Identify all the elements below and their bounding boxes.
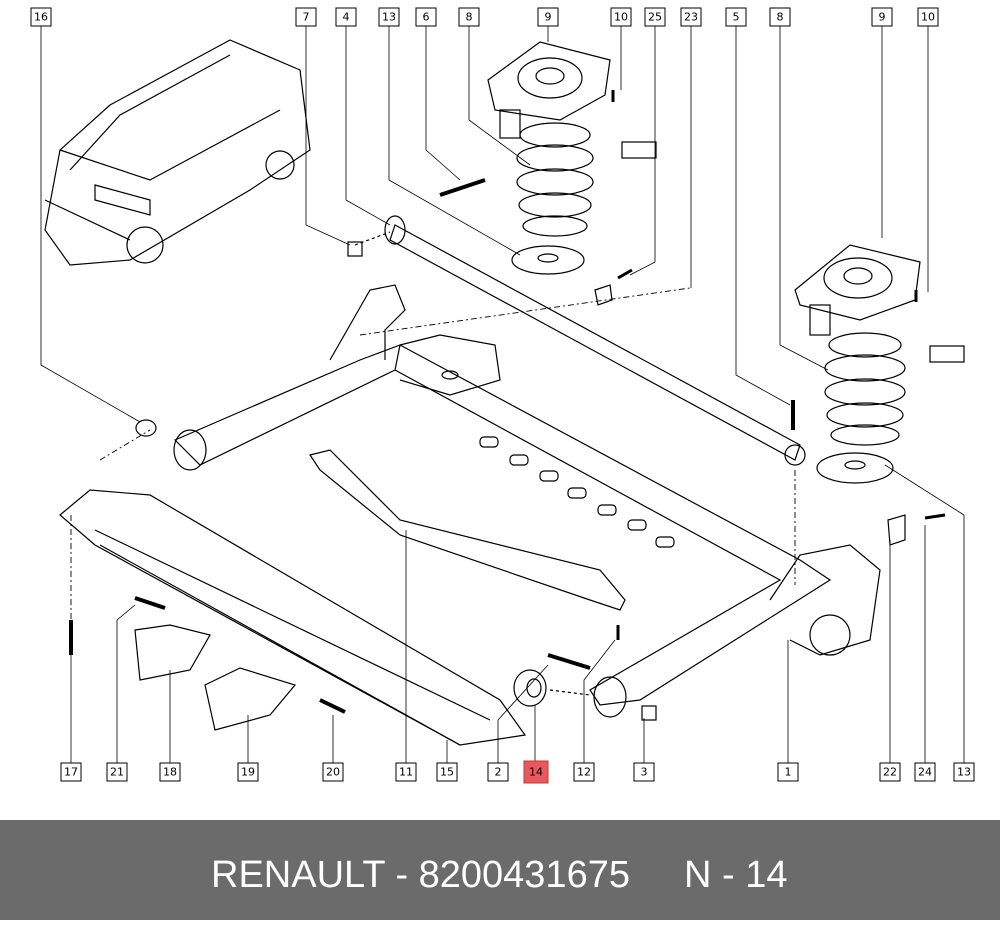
svg-text:11: 11 [399, 766, 413, 779]
callout-25: 25 [644, 7, 666, 27]
callout-15: 15 [436, 762, 458, 782]
callout-12: 12 [573, 762, 595, 782]
callout-1: 1 [777, 762, 799, 782]
callout-8-right: 8 [769, 7, 791, 27]
bolt-24 [924, 513, 946, 520]
brand-part-number: RENAULT - 8200431675 [211, 854, 630, 896]
bolt-21 [134, 596, 166, 610]
svg-text:18: 18 [163, 766, 177, 779]
heat-shield-18 [134, 624, 211, 681]
nut-7 [347, 241, 363, 257]
right-spring-assembly [794, 244, 965, 484]
svg-text:21: 21 [110, 766, 124, 779]
beam-slots [479, 436, 675, 548]
svg-text:7: 7 [303, 11, 310, 24]
callout-6: 6 [415, 7, 437, 27]
svg-text:5: 5 [733, 11, 740, 24]
bolt-2 [547, 653, 591, 670]
callout-11: 11 [395, 762, 417, 782]
svg-text:1: 1 [785, 766, 792, 779]
svg-text:23: 23 [684, 11, 698, 24]
callout-16: 16 [30, 7, 52, 27]
svg-text:25: 25 [648, 11, 662, 24]
panhard-bar [354, 215, 806, 466]
svg-text:8: 8 [777, 11, 784, 24]
callout-14-highlighted: 14 [523, 760, 549, 784]
svg-text:10: 10 [921, 11, 935, 24]
svg-text:10: 10 [614, 11, 628, 24]
callout-18: 18 [159, 762, 181, 782]
position-number: N - 14 [684, 854, 788, 896]
callout-8-left: 8 [458, 7, 480, 27]
footer-bar: RENAULT - 8200431675 N - 14 [0, 820, 1000, 920]
svg-text:16: 16 [34, 11, 48, 24]
svg-text:4: 4 [343, 11, 350, 24]
svg-text:24: 24 [918, 766, 932, 779]
svg-text:14: 14 [529, 766, 543, 779]
callout-9-left: 9 [537, 7, 559, 27]
callout-10-left: 10 [610, 7, 632, 27]
callout-9-right: 9 [871, 7, 893, 27]
nut-3 [641, 705, 657, 721]
bolt-6 [439, 178, 486, 197]
callout-24: 24 [914, 762, 936, 782]
van-illustration [44, 39, 311, 266]
callout-labels: 16 7 4 13 6 8 9 10 25 23 5 8 9 10 17 21 … [30, 7, 975, 784]
bolt-25 [617, 268, 633, 280]
callout-3: 3 [633, 762, 655, 782]
lower-crossmember-15 [59, 489, 527, 746]
bolt-20 [319, 698, 346, 714]
callout-20: 20 [322, 762, 344, 782]
heat-shield-19 [204, 667, 297, 731]
left-spring-assembly [487, 41, 657, 275]
svg-text:19: 19 [241, 766, 255, 779]
callout-22: 22 [879, 762, 901, 782]
svg-text:13: 13 [382, 11, 396, 24]
callout-21: 21 [106, 762, 128, 782]
callout-17: 17 [60, 762, 82, 782]
rear-axle-exploded-diagram: 16 7 4 13 6 8 9 10 25 23 5 8 9 10 17 21 … [30, 7, 975, 784]
svg-text:20: 20 [326, 766, 340, 779]
callout-13-top: 13 [378, 7, 400, 27]
callout-4: 4 [335, 7, 357, 27]
bracket-23 [594, 284, 613, 306]
svg-text:6: 6 [423, 11, 430, 24]
callout-23: 23 [680, 7, 702, 27]
reference-lines [70, 287, 796, 625]
svg-text:8: 8 [466, 11, 473, 24]
leader-lines [40, 26, 965, 765]
svg-text:9: 9 [545, 11, 552, 24]
rear-axle-beam [173, 284, 881, 718]
svg-text:22: 22 [883, 766, 897, 779]
svg-text:9: 9 [879, 11, 886, 24]
callout-19: 19 [237, 762, 259, 782]
svg-text:13: 13 [957, 766, 971, 779]
callout-10-right: 10 [917, 7, 939, 27]
bushing-14 [513, 669, 591, 707]
callout-7: 7 [295, 7, 317, 27]
svg-text:15: 15 [440, 766, 454, 779]
bracket-22 [887, 514, 906, 546]
svg-text:12: 12 [577, 766, 591, 779]
svg-text:3: 3 [641, 766, 648, 779]
reinforcement-bar-11 [309, 449, 626, 611]
bushing-16 [135, 419, 157, 437]
callout-2: 2 [487, 762, 509, 782]
svg-text:17: 17 [64, 766, 78, 779]
callout-5: 5 [725, 7, 747, 27]
svg-text:2: 2 [495, 766, 502, 779]
callout-13-bottom: 13 [953, 762, 975, 782]
